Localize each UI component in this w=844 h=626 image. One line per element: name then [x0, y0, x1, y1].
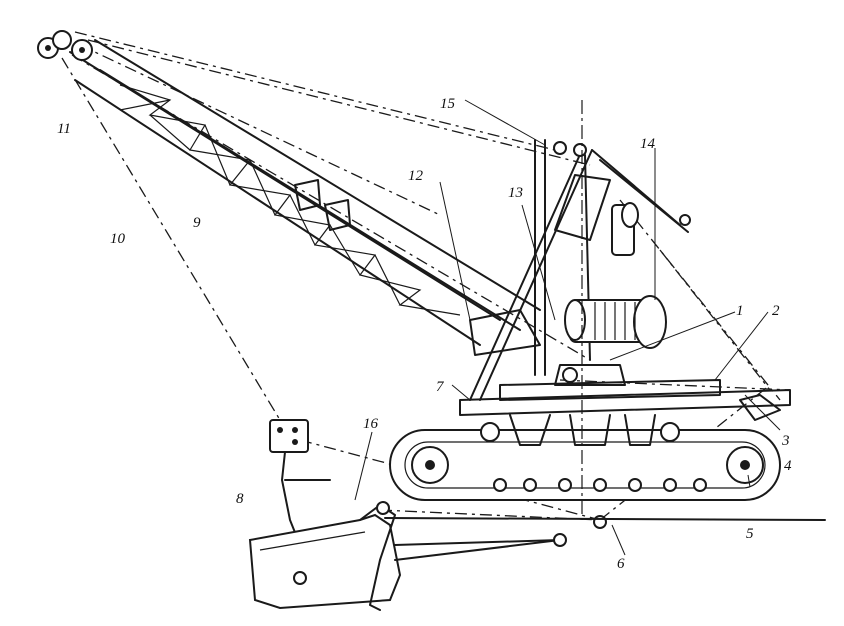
part-labels: 1 2 3 4 5 6 7 8 9 10 11 12 13 14 15 16	[57, 96, 792, 572]
leader-lines	[354, 99, 781, 556]
label-3: 3	[781, 433, 790, 449]
label-9: 9	[193, 215, 201, 231]
boom-tip-sheaves	[37, 30, 93, 61]
bucket-hoist-rope	[61, 57, 281, 421]
hoist-ropes	[71, 31, 781, 401]
label-7: 7	[436, 379, 445, 395]
label-8: 8	[236, 491, 244, 507]
label-13: 13	[508, 185, 523, 201]
label-1: 1	[736, 303, 744, 319]
label-4: 4	[784, 458, 792, 474]
label-11: 11	[57, 121, 71, 137]
label-10: 10	[110, 231, 126, 247]
ground-line	[384, 517, 826, 521]
a-frame	[469, 139, 691, 401]
label-15: 15	[440, 96, 456, 112]
label-6: 6	[617, 556, 625, 572]
dragline-bucket	[248, 501, 607, 611]
boom	[69, 39, 541, 356]
label-12: 12	[408, 168, 424, 184]
label-16: 16	[363, 416, 379, 432]
winch-drums	[564, 202, 667, 349]
label-2: 2	[772, 303, 780, 319]
turntable	[459, 364, 791, 421]
crawler-track	[389, 414, 781, 501]
label-14: 14	[640, 136, 656, 152]
label-5: 5	[746, 526, 754, 542]
